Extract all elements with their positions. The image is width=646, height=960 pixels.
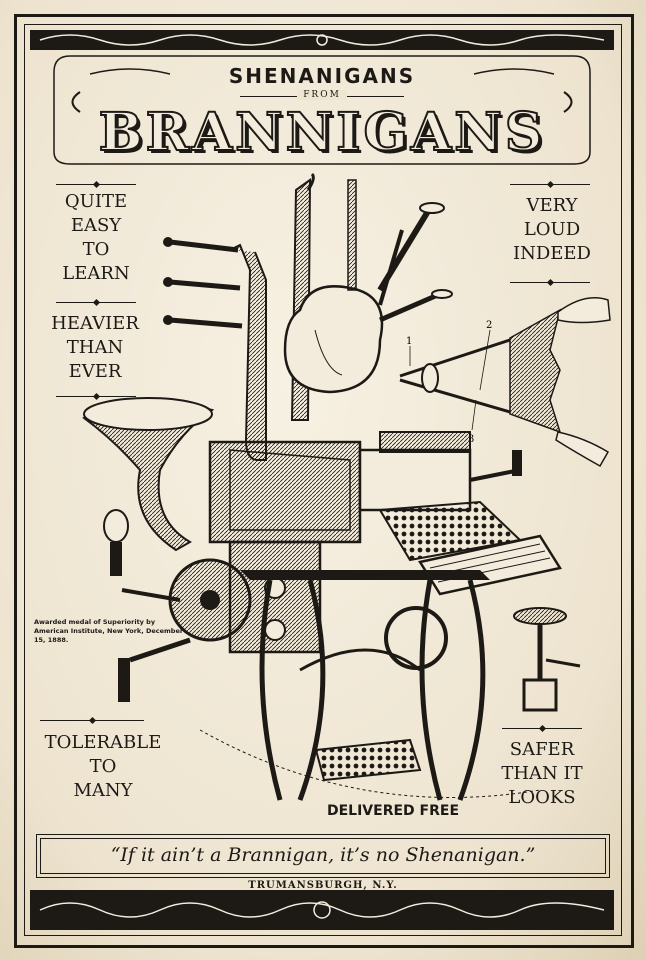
claim-line: LEARN xyxy=(62,263,130,284)
claim-tolerable: TOLERABLE TO MANY xyxy=(28,731,178,803)
divider-rule xyxy=(510,282,590,283)
inner-border xyxy=(24,24,622,936)
bagpipes-icon xyxy=(283,179,453,394)
crank-wheel-icon xyxy=(118,558,252,702)
contraption-illustration: 1 2 3 xyxy=(82,172,611,801)
claim-easy-to-learn: QUITE EASY TO LEARN xyxy=(36,190,156,286)
divider-rule xyxy=(56,396,136,397)
claim-line: TO xyxy=(82,239,110,260)
location-label: TRUMANSBURGH, N.Y. xyxy=(248,880,398,891)
title-panel: SHENANIGANS FROM BRANNIGANS xyxy=(50,52,594,167)
claim-line: QUITE xyxy=(64,191,128,212)
claim-line: TO xyxy=(89,756,117,777)
delivered-free-label: DELIVERED FREE xyxy=(326,803,460,819)
typewriter-icon xyxy=(358,431,523,562)
claim-line: EVER xyxy=(68,361,122,382)
bottom-ornament-band xyxy=(30,890,614,930)
light-bulb-icon xyxy=(103,509,181,602)
claim-line: LOOKS xyxy=(508,787,576,808)
divider-rule xyxy=(56,302,136,303)
scroll-ornament-icon xyxy=(39,901,605,919)
title-frame-ornament-icon xyxy=(53,55,591,165)
sewing-machine-stand-icon xyxy=(240,570,490,801)
callout-3: 3 xyxy=(468,434,474,445)
award-note: Awarded medal of Superiority by American… xyxy=(34,618,184,644)
camera-icon xyxy=(208,440,362,654)
claim-line: VERY xyxy=(526,195,578,216)
claim-heavier-than-ever: HEAVIER THAN EVER xyxy=(30,312,160,384)
outer-border xyxy=(14,14,634,948)
connector-word: FROM xyxy=(50,90,594,100)
claim-line: INDEED xyxy=(512,243,591,264)
slogan-text: “If it ain’t a Brannigan, it’s no Shenan… xyxy=(110,844,536,866)
bellows-icon xyxy=(399,297,611,468)
callout-2: 2 xyxy=(486,320,492,331)
claim-line: HEAVIER xyxy=(51,313,139,334)
claim-line: SAFER xyxy=(509,739,575,760)
claim-line: THAN xyxy=(66,337,124,358)
gramophone-horn-icon xyxy=(82,397,215,552)
hand-drill-icon xyxy=(513,607,581,712)
divider-rule xyxy=(56,184,136,185)
claim-line: THAN IT xyxy=(501,763,583,784)
main-title: BRANNIGANS xyxy=(98,101,546,164)
claim-line: MANY xyxy=(73,780,133,801)
divider-rule xyxy=(40,720,144,721)
claim-safer-than-it-looks: SAFER THAN IT LOOKS xyxy=(480,738,604,810)
divider-rule xyxy=(510,184,590,185)
claim-line: LOUD xyxy=(523,219,581,240)
claim-line: EASY xyxy=(70,215,122,236)
saxophone-icon xyxy=(163,237,267,461)
divider-rule xyxy=(502,728,582,729)
claim-line: TOLERABLE xyxy=(44,732,162,753)
connector-text: FROM xyxy=(297,90,347,100)
claim-very-loud: VERY LOUD INDEED xyxy=(492,194,612,266)
top-ornament-band xyxy=(30,30,614,50)
subtitle: SHENANIGANS xyxy=(228,64,416,88)
slogan-box: “If it ain’t a Brannigan, it’s no Shenan… xyxy=(36,834,610,878)
callout-1: 1 xyxy=(406,336,412,347)
scroll-ornament-icon xyxy=(39,34,605,46)
